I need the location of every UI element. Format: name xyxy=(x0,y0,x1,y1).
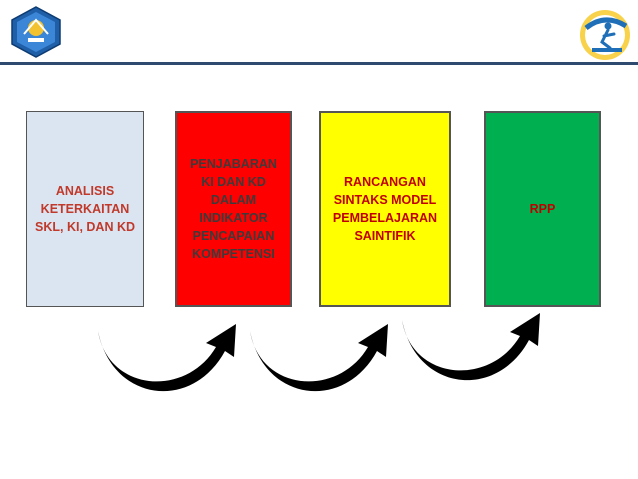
header-divider xyxy=(0,62,638,65)
step-penjabaran-box: PENJABARAN KI DAN KD DALAM INDIKATOR PEN… xyxy=(175,111,292,307)
tut-wuri-handayani-emblem-icon xyxy=(11,6,61,58)
step-1-label: ANALISIS KETERKAITAN SKL, KI, DAN KD xyxy=(35,184,135,234)
curved-arrow-icon xyxy=(402,313,540,381)
step-4-label: RPP xyxy=(529,202,556,216)
step-analisis-box: ANALISIS KETERKAITAN SKL, KI, DAN KD xyxy=(26,111,144,307)
step-2-label: PENJABARAN KI DAN KD DALAM INDIKATOR PEN… xyxy=(190,157,277,261)
kurikulum-2013-logo-icon xyxy=(580,10,630,60)
curved-arrow-icon xyxy=(250,324,388,392)
curved-arrow-icon xyxy=(98,324,236,392)
step-rancangan-box: RANCANGAN SINTAKS MODEL PEMBELAJARAN SAI… xyxy=(319,111,451,307)
step-rpp-box: RPP xyxy=(484,111,601,307)
step-3-label: RANCANGAN SINTAKS MODEL PEMBELAJARAN SAI… xyxy=(332,175,438,243)
